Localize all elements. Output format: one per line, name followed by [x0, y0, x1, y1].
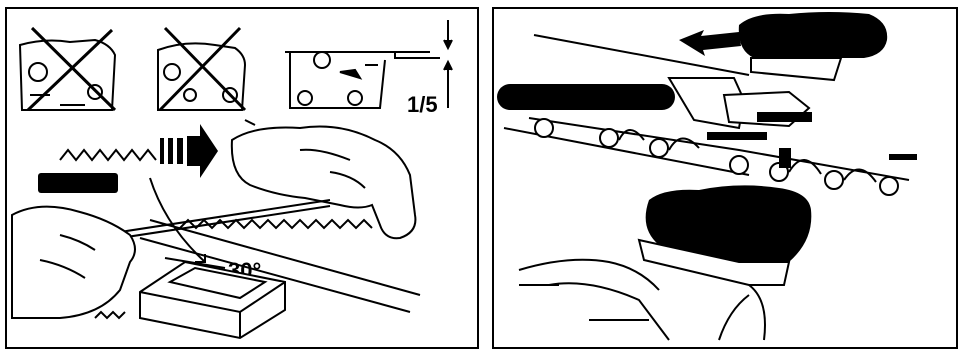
depth-ratio-label: 1/5	[407, 92, 438, 117]
screw-marker-2	[707, 132, 767, 140]
filing-instructions-panel: 1/5	[0, 0, 484, 353]
screw-marker-1	[757, 112, 812, 122]
screw-marker-3	[779, 148, 791, 168]
redaction-bar	[38, 173, 118, 193]
redacted-label-bar	[497, 84, 675, 110]
top-glove-redacted	[739, 12, 887, 58]
chain-tip-marker	[889, 154, 917, 160]
chain-tension-panel	[489, 0, 963, 353]
filing-illustration: 1/5	[0, 0, 484, 353]
tension-illustration	[489, 0, 963, 353]
